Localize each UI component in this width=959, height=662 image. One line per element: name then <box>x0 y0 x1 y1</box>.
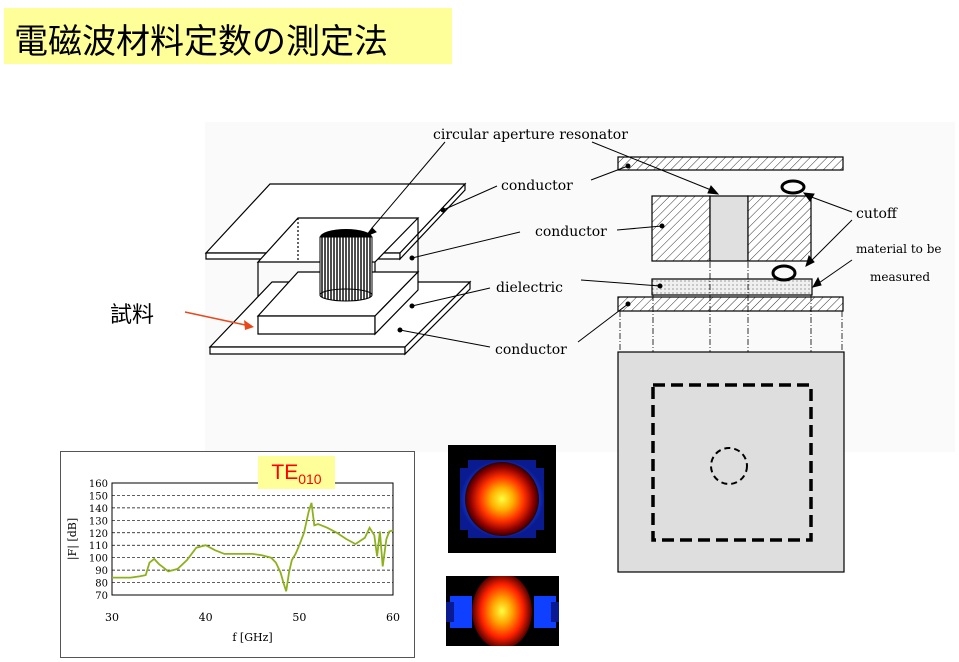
cs-middle-right <box>747 195 812 262</box>
field-pattern-bottom <box>446 576 559 646</box>
y-tick-label: 120 <box>89 529 108 540</box>
cs-bottom-conductor <box>617 296 844 312</box>
te-badge-sub: 010 <box>298 471 322 488</box>
y-tick-label: 110 <box>89 541 108 552</box>
label-material-line1: material to be <box>856 242 941 256</box>
label-circular-aperture-resonator: circular aperture resonator <box>433 127 628 143</box>
y-axis-label: |F| [dB] <box>66 518 80 560</box>
title-banner <box>4 8 452 64</box>
y-tick-label: 80 <box>95 579 108 590</box>
plan-aperture-outline <box>710 447 748 485</box>
series-line <box>112 502 394 592</box>
y-tick-label: 130 <box>89 516 108 527</box>
label-cutoff: cutoff <box>856 206 898 222</box>
x-tick-label: 40 <box>199 611 213 624</box>
cs-aperture <box>709 195 749 262</box>
plot-area <box>111 482 394 596</box>
x-tick-label: 60 <box>386 611 400 624</box>
page-title: 電磁波材料定数の測定法 <box>14 22 388 62</box>
x-axis-label: f [GHz] <box>232 631 272 644</box>
cs-top-conductor <box>617 156 844 171</box>
cross-section-view <box>617 156 844 312</box>
label-conductor-bottom: conductor <box>495 342 567 358</box>
y-tick-label: 70 <box>95 591 108 602</box>
field-pattern-top <box>448 445 556 553</box>
label-material-line2: measured <box>870 270 930 284</box>
y-tick-label: 160 <box>89 479 108 490</box>
label-conductor-top: conductor <box>501 178 573 194</box>
te010-badge: TE010 <box>258 456 335 489</box>
x-tick-label: 50 <box>292 611 306 624</box>
resonator-cylinder <box>319 229 373 302</box>
y-tick-label: 90 <box>95 566 108 577</box>
y-tick-label: 100 <box>89 554 108 565</box>
sample-label: 試料 <box>110 303 155 328</box>
y-tick-label: 150 <box>89 491 108 502</box>
plan-view <box>617 351 845 573</box>
cutoff-ring-bottom <box>771 264 797 282</box>
label-dielectric: dielectric <box>496 280 563 296</box>
cs-middle-left <box>651 195 711 262</box>
sample-arrow <box>184 311 251 327</box>
label-conductor-middle: conductor <box>535 224 607 240</box>
cutoff-ring-top <box>780 179 806 195</box>
cs-dielectric <box>651 278 813 296</box>
x-tick-label: 30 <box>105 611 119 624</box>
plan-dielectric-outline <box>651 383 813 542</box>
te-badge-main: TE <box>271 461 299 484</box>
y-tick-label: 140 <box>89 504 108 515</box>
